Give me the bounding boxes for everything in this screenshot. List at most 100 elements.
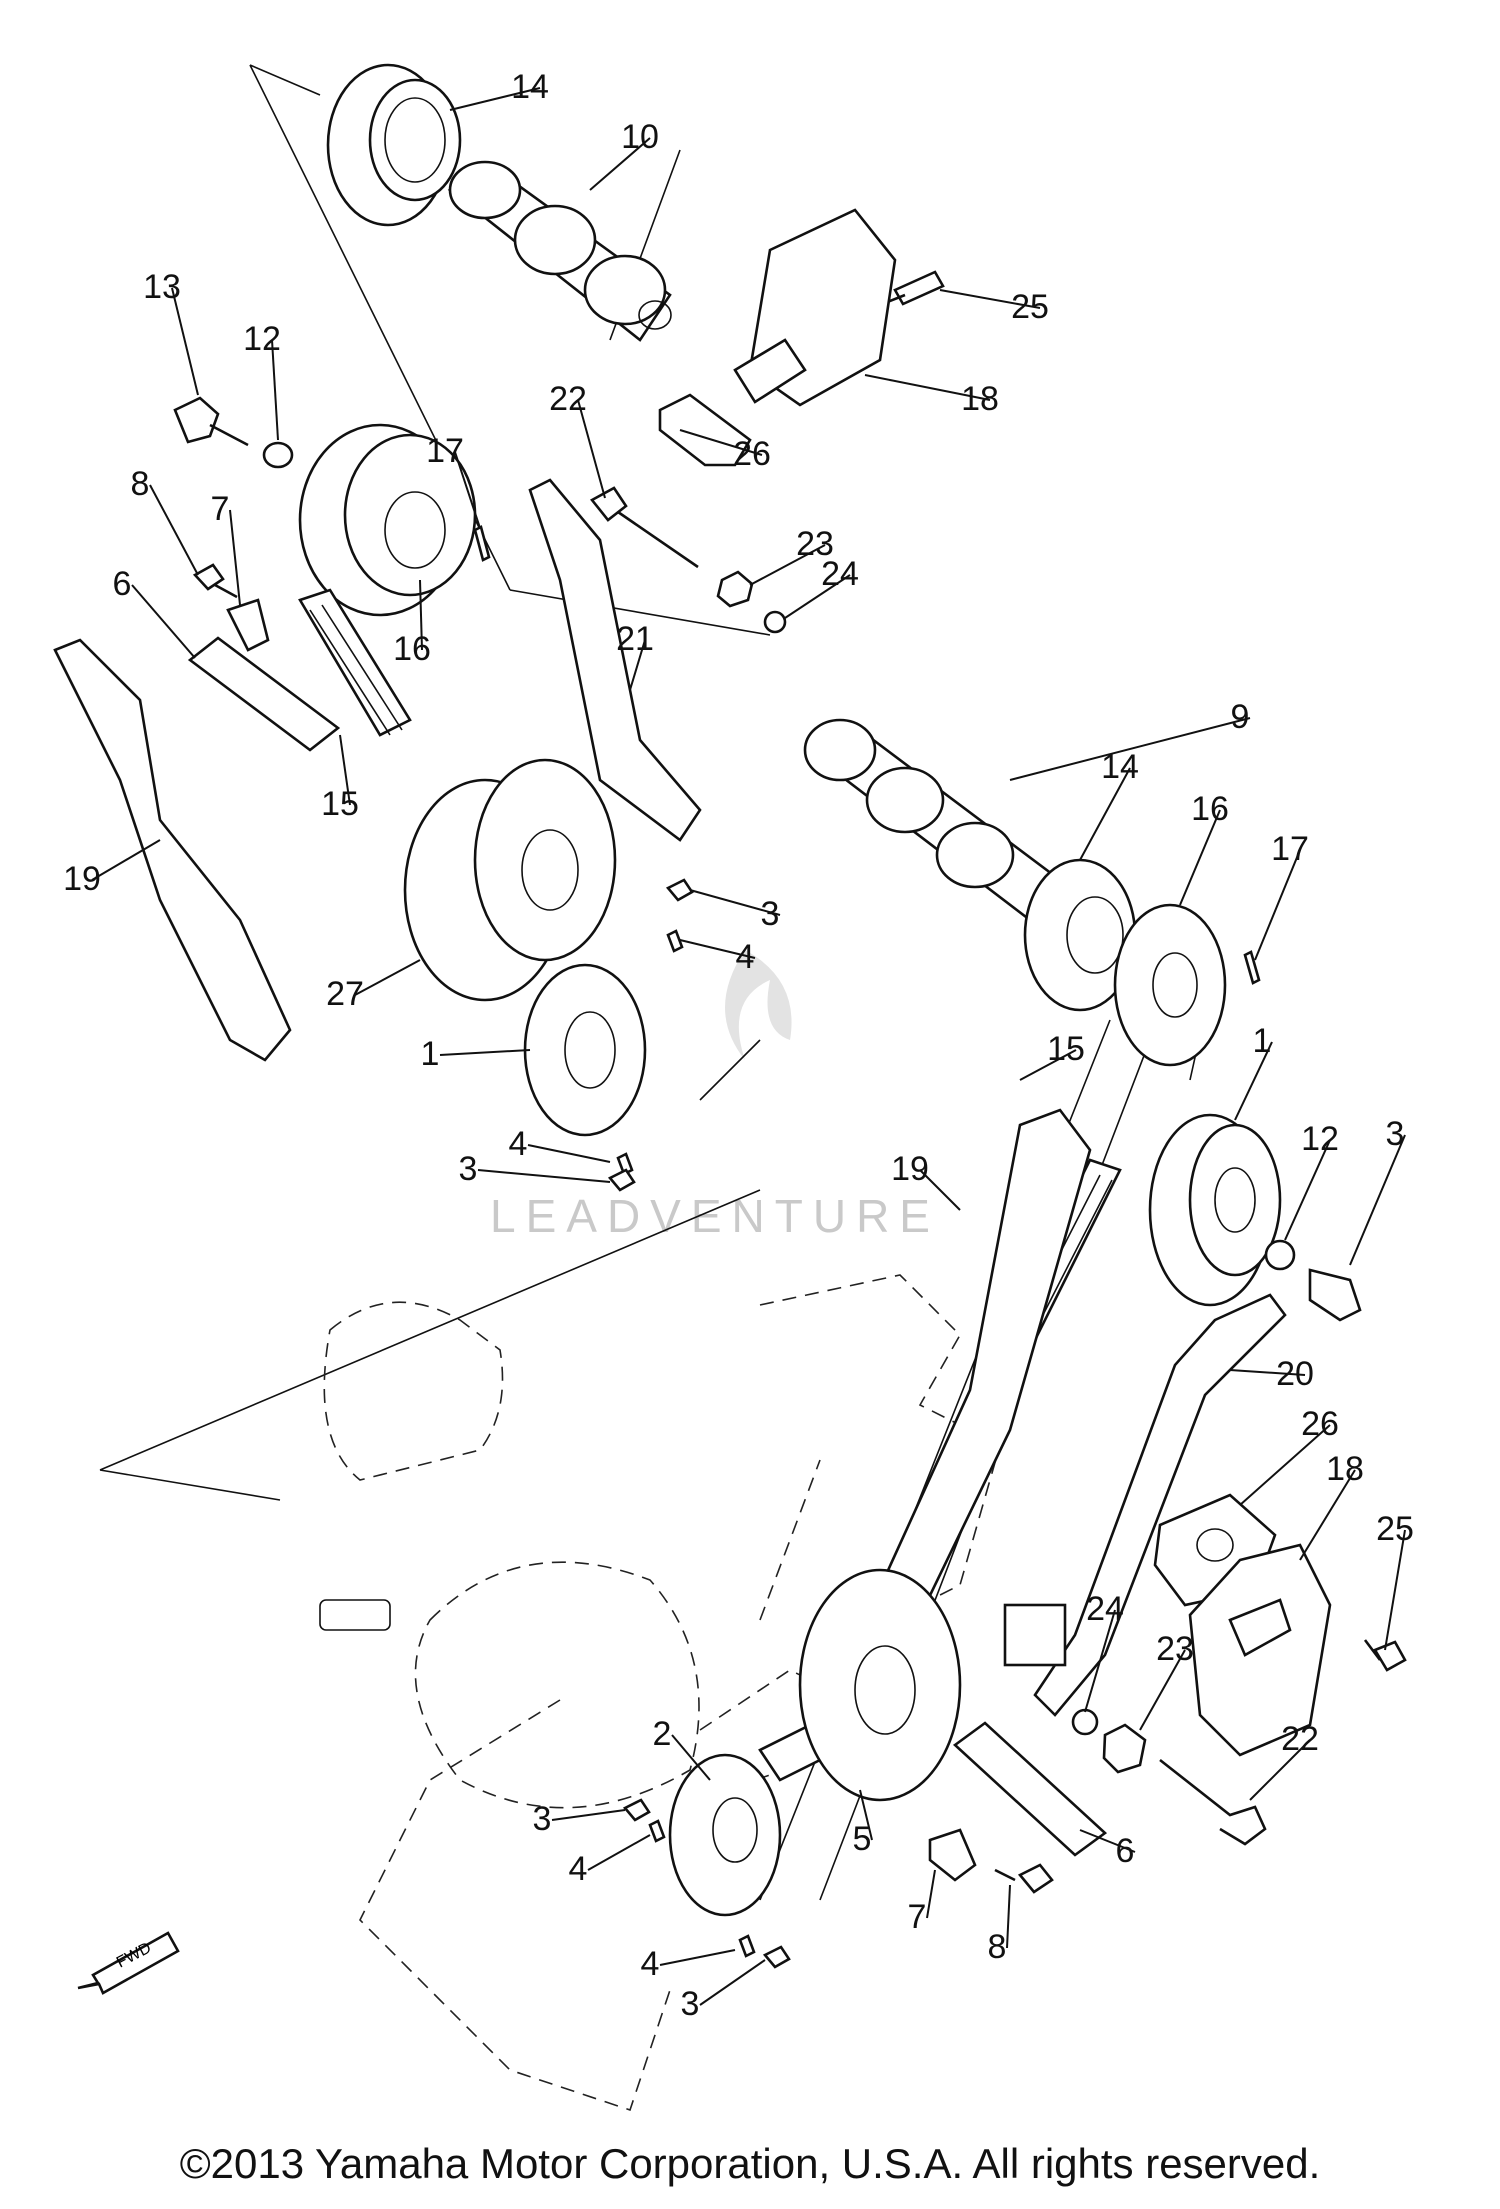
callout-number: 25 <box>1376 1510 1414 1548</box>
callout-leader <box>689 889 781 916</box>
callout-number: 9 <box>1231 698 1250 736</box>
nut-23-right <box>1102 1723 1147 1774</box>
callout-number: 4 <box>641 1945 660 1983</box>
callout-number: 13 <box>143 268 181 306</box>
callout-leader <box>1179 809 1221 906</box>
callout-number: 22 <box>1281 1720 1319 1758</box>
callout-number: 26 <box>1301 1405 1339 1443</box>
callout-number: 23 <box>796 525 834 563</box>
plate-7-top <box>226 598 270 652</box>
callout-leader <box>1006 1884 1011 1949</box>
bolt-8-top <box>192 563 238 599</box>
bolt-8-right <box>994 1863 1054 1894</box>
callout-number: 1 <box>1253 1022 1272 1060</box>
callout-leader <box>679 939 756 959</box>
shaft-6-right <box>952 1721 1108 1857</box>
callout-leader <box>1254 849 1301 961</box>
shaft-6-top <box>187 636 341 752</box>
tensioner-18-top <box>733 208 897 407</box>
callout-leader <box>339 734 351 806</box>
callout-leader <box>1284 1139 1331 1241</box>
callout-leader <box>527 1144 611 1163</box>
sprocket-1-right <box>1148 1113 1282 1307</box>
callout-number: 15 <box>1047 1030 1085 1068</box>
pin-4-upper-a <box>666 929 684 953</box>
callout-number: 25 <box>1011 288 1049 326</box>
callout-leader <box>1299 1469 1356 1561</box>
washer-24-right <box>1071 1708 1099 1736</box>
callout-leader <box>439 1049 531 1056</box>
callout-leader <box>1019 1049 1077 1081</box>
callout-leader <box>1009 717 1251 781</box>
bolt-22-top <box>590 486 699 569</box>
callout-number: 14 <box>511 68 549 106</box>
callout-leader <box>577 399 606 499</box>
callout-leader <box>1084 1609 1116 1713</box>
sprocket-16-right <box>1113 903 1227 1067</box>
callout-number: 2 <box>653 1715 672 1753</box>
callout-leader <box>679 429 763 456</box>
callout-number: 24 <box>1086 1590 1124 1628</box>
callout-number: 8 <box>131 465 150 503</box>
callout-leader <box>1239 1424 1331 1506</box>
sprocket-16-top <box>298 423 477 617</box>
gear-1-top <box>523 963 647 1137</box>
gear-5 <box>798 1568 962 1802</box>
callout-leader <box>749 544 826 586</box>
callout-leader <box>629 639 646 691</box>
callout-number: 18 <box>961 380 999 418</box>
callout-leader <box>784 574 851 619</box>
callout-leader <box>671 1734 711 1781</box>
callout-number: 6 <box>1116 1832 1135 1870</box>
callout-leader <box>939 289 1041 309</box>
bolt-3-upper-b <box>607 1168 636 1192</box>
guide-20-foot <box>1003 1603 1067 1667</box>
callout-number: 5 <box>853 1820 872 1858</box>
callout-number: 7 <box>211 490 230 528</box>
callout-leader <box>354 959 421 996</box>
callout-leader <box>149 484 199 576</box>
callout-number: 19 <box>63 860 101 898</box>
callout-leader <box>926 1869 936 1919</box>
callout-number: 3 <box>761 895 780 933</box>
callout-leader <box>551 1809 626 1821</box>
callout-leader <box>171 287 199 396</box>
callout-leader <box>859 1789 873 1841</box>
bolt-3-lower-a <box>622 1798 651 1822</box>
callout-leader <box>229 509 241 606</box>
gear-2 <box>668 1753 782 1917</box>
gear-27 <box>403 758 617 1002</box>
callout-number: 16 <box>1191 790 1229 828</box>
callout-number: 15 <box>321 785 359 823</box>
callout-leaders <box>91 87 1406 2006</box>
callout-number: 3 <box>533 1800 552 1838</box>
callout-leader <box>1079 767 1131 861</box>
callout-leader <box>419 579 423 651</box>
callout-number: 24 <box>821 555 859 593</box>
callout-number: 7 <box>908 1898 927 1936</box>
callout-leader <box>131 584 196 659</box>
callout-number: 21 <box>616 620 654 658</box>
callout-number: 10 <box>621 118 659 156</box>
callout-leader <box>1249 1739 1311 1801</box>
callout-number: 17 <box>1271 830 1309 868</box>
callout-leader <box>1229 1369 1306 1376</box>
bolt-22-right <box>1159 1758 1267 1846</box>
watermark: LEADVENTURE <box>490 950 940 1242</box>
callout-number: 27 <box>326 975 364 1013</box>
washer-12-top <box>262 441 294 469</box>
callout-number: 23 <box>1156 1630 1194 1668</box>
washer-12-right <box>1264 1239 1296 1271</box>
callout-number: 4 <box>509 1125 528 1163</box>
gasket-26-top <box>658 393 752 467</box>
pin-4-lower-b <box>738 1934 756 1958</box>
watermark-text: LEADVENTURE <box>490 1190 940 1242</box>
callout-number: 4 <box>569 1850 588 1888</box>
callout-leader <box>477 1169 611 1183</box>
bolt-3-right <box>1308 1268 1362 1322</box>
callout-number: 14 <box>1101 748 1139 786</box>
callout-number: 4 <box>736 938 755 976</box>
fwd-arrow-icon: FWD <box>77 1931 180 1995</box>
callout-number: 26 <box>733 435 771 473</box>
callout-leader <box>271 339 279 441</box>
